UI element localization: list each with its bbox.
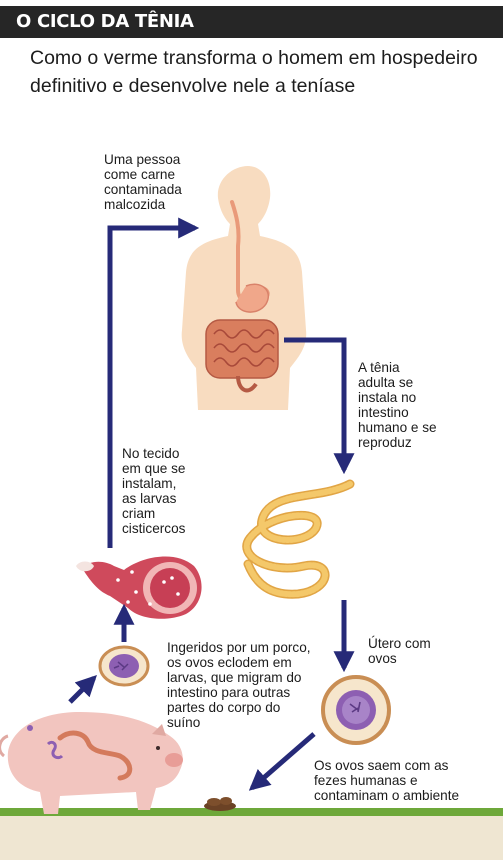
label-tissue-cysts: No tecido em que se instalam, as larvas … <box>122 446 186 536</box>
label-human-eats-meat: Uma pessoa come carne contaminada malcoz… <box>104 152 182 212</box>
tapeworm-adult <box>242 479 355 599</box>
label-adult-tapeworm: A tênia adulta se instala no intestino h… <box>358 360 437 450</box>
label-eggs-in-feces: Os ovos saem com as fezes humanas e cont… <box>314 758 460 803</box>
egg-uterus <box>321 675 391 745</box>
pig <box>0 712 183 814</box>
feces <box>204 797 236 811</box>
meat-with-cysts <box>76 556 202 619</box>
larva-egg <box>98 645 150 687</box>
diagram-title: O CICLO DA TÊNIA <box>16 11 194 32</box>
arrow-uterus-to-feces <box>248 732 316 791</box>
arrow-pig-to-egg <box>68 675 97 704</box>
ground <box>0 808 503 860</box>
title-bar: O CICLO DA TÊNIA <box>0 6 503 38</box>
intestine <box>205 319 279 393</box>
label-uterus-eggs: Útero com ovos <box>368 636 431 666</box>
label-pig-ingestion: Ingeridos por um porco, os ovos eclodem … <box>167 640 311 730</box>
cycle-arrows <box>68 217 355 791</box>
arrow-human-to-worm <box>284 337 355 475</box>
arrow-meat-to-human <box>107 217 200 548</box>
diagram-subtitle: Como o verme transforma o homem em hospe… <box>30 47 478 97</box>
